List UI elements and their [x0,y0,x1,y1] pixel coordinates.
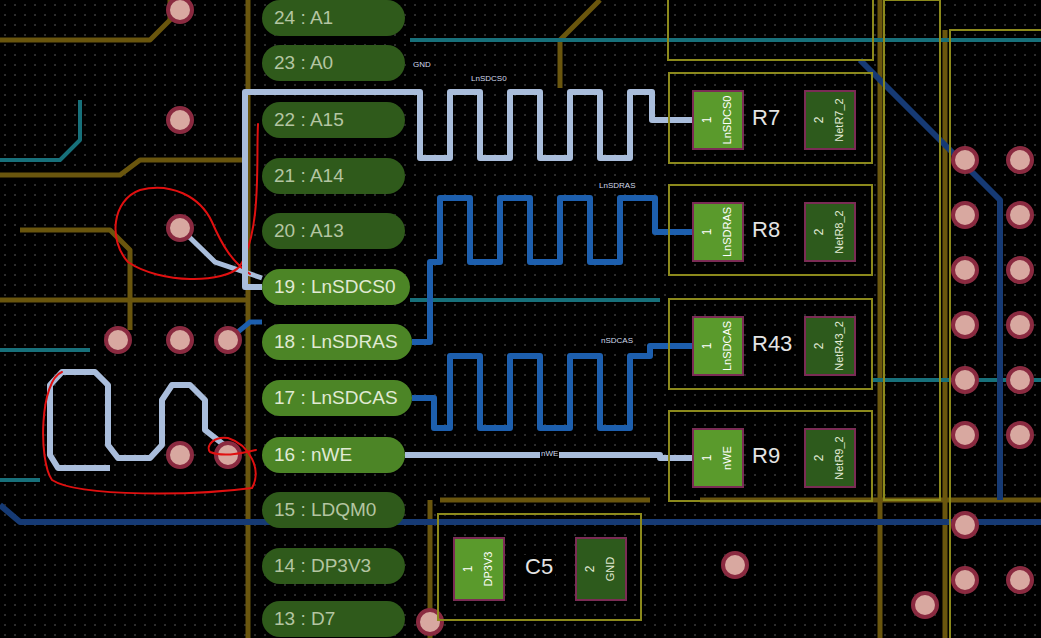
pin-pad: 22 : A15 [262,102,405,138]
pin-pad: 13 : D7 [262,601,405,637]
pin-label: 20 : A13 [274,221,344,242]
smd-pad: 1 LnSDCAS [692,316,744,376]
pcb-trace [412,198,692,342]
designator: R9 [750,444,782,468]
pin-pad: 18 : LnSDRAS [262,324,412,360]
pad-number: 1 [463,566,476,573]
pad-number: 2 [814,455,827,462]
smd-pad: 2 NetR7_2 [804,90,856,150]
smd-pad: 1 LnSDRAS [692,202,744,262]
pad-number: 2 [814,343,827,350]
smd-pad: 1 nWE [692,428,744,488]
net-name: LnSDCAS [721,321,733,371]
component-outline: R43 1 LnSDCAS 2 NetR43_2 [668,298,873,390]
pad-number: 1 [702,343,715,350]
smd-pad: 2 NetR8_2 [804,202,856,262]
pin-pad: 14 : DP3V3 [262,548,405,584]
pin-label: 15 : LDQM0 [274,500,376,521]
pin-label: 23 : A0 [274,53,333,74]
pin-pad: 16 : nWE [262,437,405,473]
pin-pad: 24 : A1 [262,0,405,36]
designator: C5 [523,555,555,579]
net-name: NetR8_2 [833,210,845,253]
pin-label: 13 : D7 [274,609,335,630]
pcb-trace [412,346,692,428]
pin-label: 24 : A1 [274,8,333,29]
pin-pad: 23 : A0 [262,45,405,81]
pad-number: 2 [585,566,598,573]
net-label: GND [412,60,432,70]
pin-pad: 17 : LnSDCAS [262,380,412,416]
net-name: NetR43_2 [833,321,845,371]
net-name: nWE [721,446,733,470]
net-name: LnSDCS0 [721,96,733,145]
net-name: NetR7_2 [833,98,845,141]
designator: R8 [750,218,782,242]
designator: R43 [750,332,794,356]
pin-label: 14 : DP3V3 [274,556,371,577]
net-name: DP3V3 [482,552,494,587]
pin-label: 17 : LnSDCAS [274,388,398,409]
pin-pad: 20 : A13 [262,213,405,249]
component-outline: R8 1 LnSDRAS 2 NetR8_2 [668,184,873,276]
component-outline: R9 1 nWE 2 NetR9_2 [668,410,873,502]
smd-pad: 2 GND [575,537,627,601]
pad-number: 1 [702,117,715,124]
pin-pad: 21 : A14 [262,158,405,194]
net-label: nWE [540,449,559,459]
designator: R7 [750,106,782,130]
pin-label: 16 : nWE [274,445,352,466]
pin-label: 19 : LnSDCS0 [274,277,395,298]
pin-label: 22 : A15 [274,110,344,131]
smd-pad: 1 DP3V3 [453,537,505,601]
pin-pad: 19 : LnSDCS0 [262,269,410,305]
net-name: LnSDRAS [721,207,733,257]
pin-label: 21 : A14 [274,166,344,187]
pad-number: 2 [814,117,827,124]
smd-pad: 2 NetR43_2 [804,316,856,376]
net-name: NetR9_2 [833,436,845,479]
pad-number: 2 [814,229,827,236]
net-name: GND [604,557,616,581]
component-outline: C5 1 DP3V3 2 GND [437,513,642,621]
pad-number: 1 [702,229,715,236]
pin-pad: 15 : LDQM0 [262,492,405,528]
smd-pad: 1 LnSDCS0 [692,90,744,150]
component-outline: R7 1 LnSDCS0 2 NetR7_2 [668,72,873,164]
smd-pad: 2 NetR9_2 [804,428,856,488]
pin-label: 18 : LnSDRAS [274,332,398,353]
net-label: LnSDRAS [598,181,636,191]
net-label: LnSDCS0 [470,74,508,84]
net-label: nSDCAS [600,336,634,346]
pad-number: 1 [702,455,715,462]
